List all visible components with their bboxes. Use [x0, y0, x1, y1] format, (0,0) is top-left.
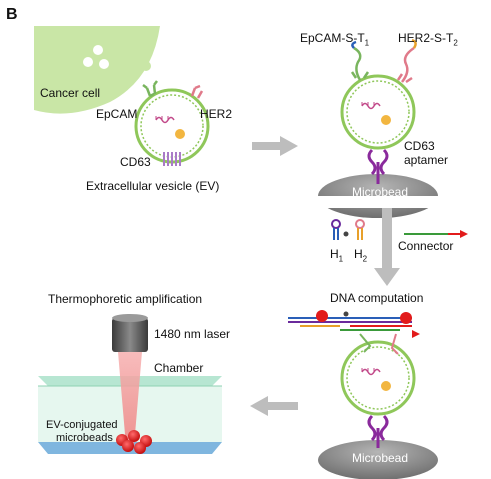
cd63-aptamer-label-line1: CD63	[404, 139, 435, 153]
cd63-aptamer-bottom	[367, 414, 389, 448]
ev-conjugated-label-line1: EV-conjugated	[46, 419, 118, 431]
arrow-right-top	[252, 136, 298, 156]
her2-receptor	[190, 84, 204, 99]
connector-icon	[404, 230, 468, 238]
laser-beam	[118, 352, 142, 446]
microbead-top-label: Microbead	[352, 185, 409, 199]
cd63-aptamer-label-line2: aptamer	[404, 153, 449, 167]
h1-label: H1	[330, 247, 344, 264]
microbead-bottom-label: Microbead	[352, 451, 409, 465]
thermophoretic-label: Thermophoretic amplification	[48, 292, 203, 306]
arrow-down-right	[374, 208, 400, 286]
her2-s-t2-strand	[396, 38, 417, 84]
captured-ev-top	[340, 74, 416, 150]
cancer-cell	[34, 26, 160, 114]
cd63-aptamer-top	[367, 148, 389, 184]
released-ev-1	[93, 45, 103, 55]
arrow-left-bottom	[250, 396, 298, 416]
epcam-s-t1-label: EpCAM-S-T1	[300, 31, 370, 48]
hairpin-h1-icon	[331, 219, 341, 240]
extracellular-vesicle	[134, 88, 210, 164]
ev-label: Extracellular vesicle (EV)	[86, 179, 220, 193]
panel-letter: B	[6, 6, 18, 23]
connector-label: Connector	[398, 239, 454, 253]
red-dot-right	[400, 312, 412, 324]
microbead-bottom	[318, 440, 438, 479]
chamber-label: Chamber	[154, 361, 204, 375]
dna-computation-label: DNA computation	[330, 291, 424, 305]
ev-conjugated-label-line2: microbeads	[56, 432, 113, 444]
laser-head	[112, 314, 148, 352]
cancer-cell-label: Cancer cell	[40, 86, 101, 100]
dna-computation-strands	[288, 317, 412, 355]
cd63-protein	[163, 152, 181, 166]
her2-label: HER2	[200, 107, 233, 121]
captured-ev-bottom	[340, 340, 416, 416]
red-dot-left	[316, 310, 328, 322]
laser-label: 1480 nm laser	[154, 327, 231, 341]
h2-label: H2	[354, 247, 368, 264]
her2-s-t2-label: HER2-S-T2	[398, 31, 458, 48]
epcam-label: EpCAM	[96, 107, 138, 121]
epcam-s-t1-strand	[350, 40, 370, 81]
cd63-label: CD63	[120, 155, 151, 169]
released-ev-2	[125, 57, 135, 67]
hairpin-h2-icon	[355, 219, 365, 240]
epcam-receptor	[142, 80, 158, 98]
ev-conjugated-beads	[116, 430, 152, 454]
